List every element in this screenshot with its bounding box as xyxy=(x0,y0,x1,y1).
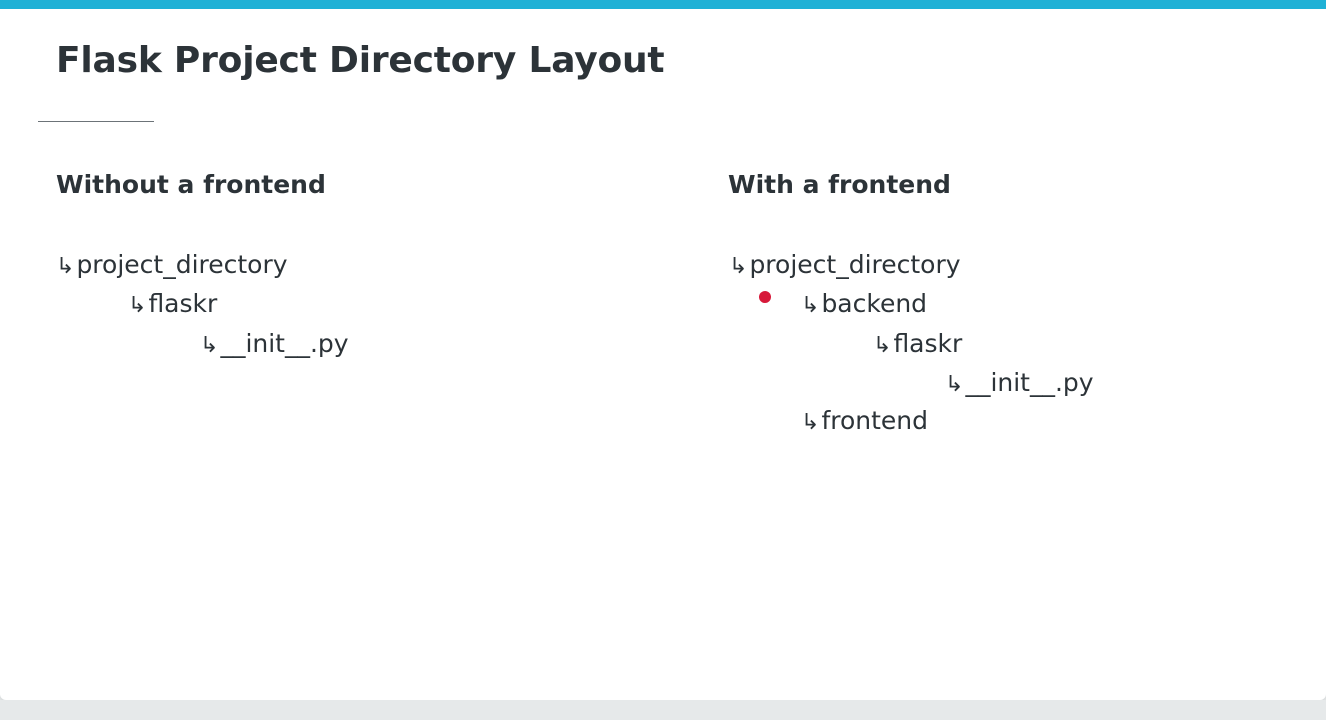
tree-item-label: project_directory xyxy=(749,250,961,279)
indent-arrow-icon: ↳ xyxy=(945,372,964,397)
tree-item-label: flaskr xyxy=(148,289,218,318)
background-strip xyxy=(0,700,1326,720)
indent-arrow-icon: ↳ xyxy=(729,254,748,279)
right-column-heading: With a frontend xyxy=(728,170,951,199)
right-tree-item-frontend: ↳frontend xyxy=(801,408,928,434)
slide: Flask Project Directory Layout Without a… xyxy=(0,0,1326,700)
right-tree-item-project-directory: ↳project_directory xyxy=(729,252,961,278)
slide-title: Flask Project Directory Layout xyxy=(56,40,665,81)
left-column-heading: Without a frontend xyxy=(56,170,326,199)
right-tree-item-backend: ↳backend xyxy=(801,291,927,317)
indent-arrow-icon: ↳ xyxy=(873,333,892,358)
left-tree-item-flaskr: ↳flaskr xyxy=(128,291,217,317)
tree-item-label: project_directory xyxy=(76,250,288,279)
tree-item-label: frontend xyxy=(821,406,929,435)
tree-item-label: __init__.py xyxy=(965,368,1094,397)
tree-item-label: flaskr xyxy=(893,329,963,358)
indent-arrow-icon: ↳ xyxy=(801,293,820,318)
indent-arrow-icon: ↳ xyxy=(128,293,147,318)
right-tree-item-init-py: ↳__init__.py xyxy=(945,370,1094,396)
slide-accent-bar xyxy=(0,0,1326,9)
title-divider xyxy=(38,121,154,122)
indent-arrow-icon: ↳ xyxy=(56,254,75,279)
laser-pointer-dot xyxy=(759,291,771,303)
right-tree-item-flaskr: ↳flaskr xyxy=(873,331,962,357)
left-tree-item-project-directory: ↳project_directory xyxy=(56,252,288,278)
tree-item-label: backend xyxy=(821,289,928,318)
indent-arrow-icon: ↳ xyxy=(200,333,219,358)
tree-item-label: __init__.py xyxy=(220,329,349,358)
indent-arrow-icon: ↳ xyxy=(801,410,820,435)
left-tree-item-init-py: ↳__init__.py xyxy=(200,331,349,357)
